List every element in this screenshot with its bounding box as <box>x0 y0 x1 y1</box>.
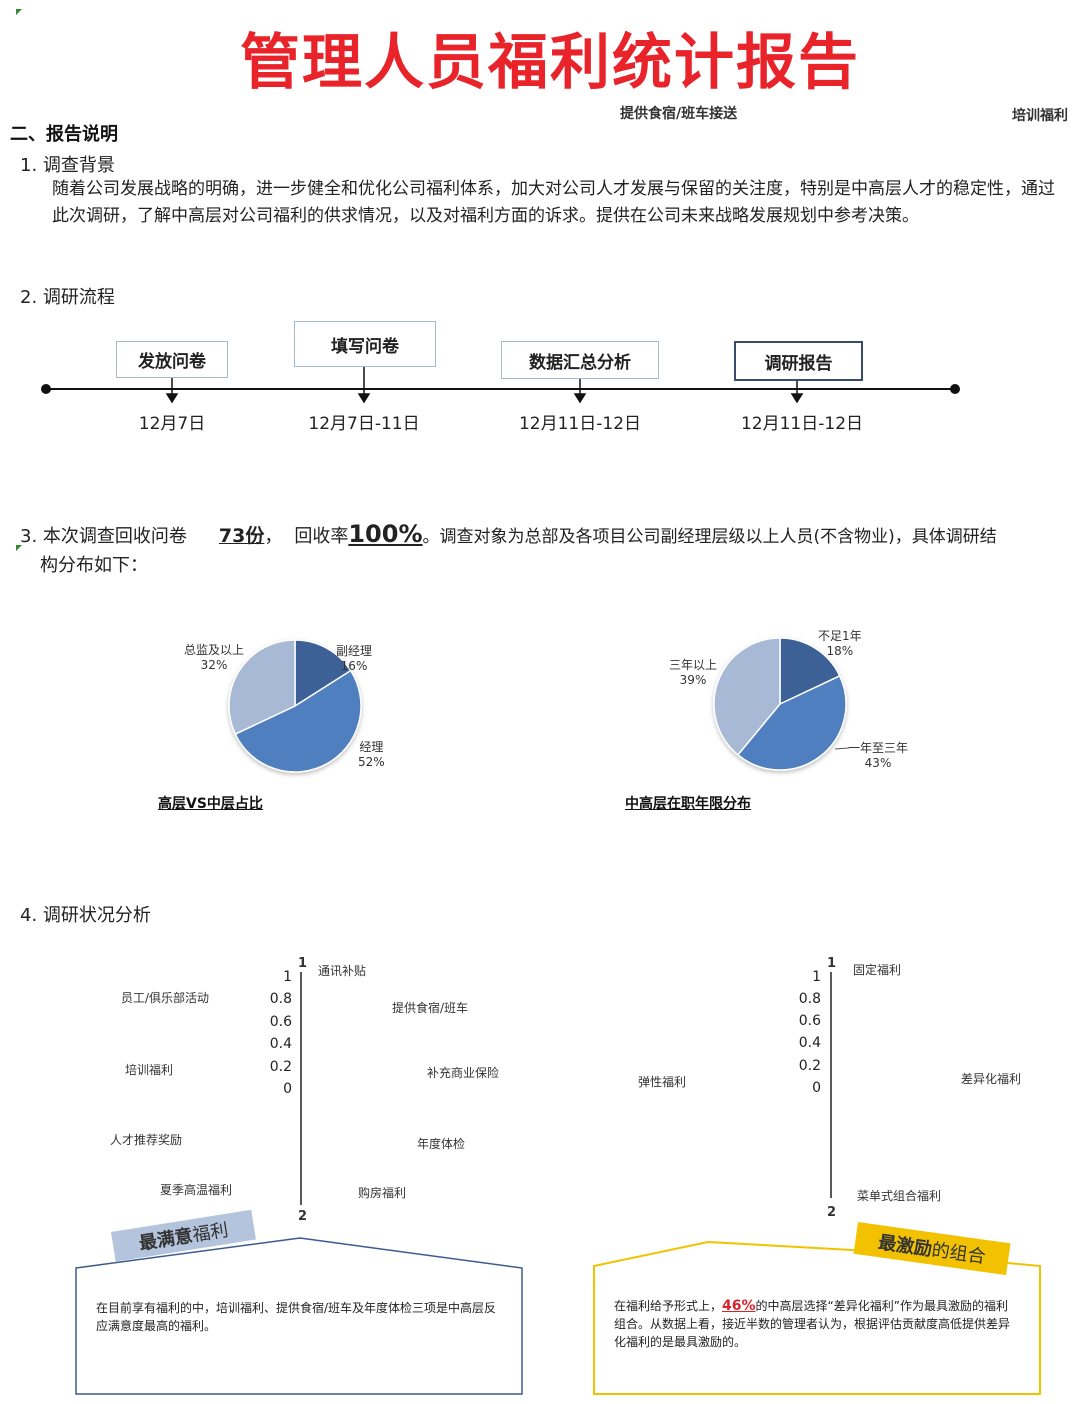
pie-chart-level <box>228 639 362 773</box>
benefit-label: 培训福利 <box>125 1063 174 1077</box>
left-tick: 0.4 <box>269 1036 292 1052</box>
pie-caption-tenure: 中高层在职年限分布 <box>625 796 751 812</box>
right-tick: 0.2 <box>798 1058 821 1074</box>
benefit-label: 人才推荐奖励 <box>110 1133 183 1147</box>
right-axis-bottom: 2 <box>827 1205 837 1220</box>
pie-slice <box>779 637 841 706</box>
page-title: 管理人员福利统计报告 <box>240 28 860 98</box>
pie-caption-level: 高层VS中层占比 <box>158 796 263 812</box>
left-axis <box>300 972 302 1205</box>
background-text: 随着公司发展战略的明确，进一步健全和优化公司福利体系，加大对公司人才发展与保留的… <box>52 179 1055 226</box>
benefit-label: 购房福利 <box>358 1186 407 1200</box>
benefit-label: 提供食宿/班车 <box>392 1001 469 1015</box>
step-report: 调研报告 <box>734 341 863 381</box>
right-tick: 1 <box>812 969 821 985</box>
top-label-right: 培训福利 <box>1012 108 1068 124</box>
leader-line <box>835 747 850 750</box>
form-label: 菜单式组合福利 <box>857 1189 942 1203</box>
process-heading: 2. 调研流程 <box>20 287 115 308</box>
left-tick: 0.2 <box>269 1059 292 1075</box>
step-data-analysis: 数据汇总分析 <box>501 341 659 379</box>
benefit-label: 补充商业保险 <box>427 1066 500 1080</box>
right-tick: 0 <box>812 1080 821 1096</box>
left-axis-bottom: 2 <box>298 1209 308 1224</box>
step-fill-survey: 填写问卷 <box>294 321 436 367</box>
benefit-label: 夏季高温福利 <box>160 1183 233 1197</box>
pie-chart-tenure <box>713 637 847 771</box>
section-title: 二、报告说明 <box>10 124 118 145</box>
right-axis-top: 1 <box>827 956 837 971</box>
process-timeline <box>41 366 960 404</box>
step-date: 12月7日 <box>138 414 206 434</box>
survey-line2: 构分布如下： <box>40 555 148 576</box>
right-tick: 0.4 <box>798 1035 821 1051</box>
benefit-label: 年度体检 <box>417 1137 466 1151</box>
right-tick: 0.6 <box>798 1013 821 1029</box>
survey-rate: 100% <box>348 520 423 548</box>
form-label: 差异化福利 <box>961 1072 1022 1086</box>
step-date: 12月7日-11日 <box>308 414 420 434</box>
survey-sep: ， <box>264 526 283 547</box>
callout-text-right: 在福利给予形式上，46%的中高层选择“差异化福利”作为最具激励的福利组合。从数据… <box>614 1298 1011 1349</box>
pie-slice <box>294 639 352 708</box>
survey-rate-label: 回收率 <box>294 526 349 547</box>
pie-slice <box>713 637 781 756</box>
step-distribute-survey: 发放问卷 <box>116 341 228 378</box>
left-tick: 1 <box>283 969 292 985</box>
right-axis <box>830 972 832 1198</box>
callout-frame-right <box>593 1240 1041 1395</box>
survey-count: 73份 <box>218 525 265 547</box>
pie-slice <box>736 674 847 771</box>
analysis-heading: 4. 调研状况分析 <box>20 905 151 926</box>
survey-suffix: 。调查对象为总部及各项目公司副经理层级以上人员(不含物业)，具体调研结 <box>422 527 997 547</box>
callout-text-left: 在目前享有福利的中，培训福利、提供食宿/班车及年度体检三项是中高层反应满意度最高… <box>96 1301 497 1333</box>
right-tick: 0.8 <box>798 991 821 1007</box>
form-label: 固定福利 <box>853 963 902 977</box>
top-label-left: 提供食宿/班车接送 <box>620 106 738 122</box>
left-axis-top: 1 <box>298 956 308 971</box>
step-date: 12月11日-12日 <box>518 414 642 434</box>
benefit-label: 通讯补贴 <box>318 964 367 978</box>
background-heading: 1. 调查背景 <box>20 155 115 176</box>
survey-prefix: 3. 本次调查回收问卷 <box>20 526 187 547</box>
pie-slice <box>228 639 296 736</box>
form-label: 弹性福利 <box>638 1075 687 1089</box>
pie-slice <box>234 669 362 773</box>
left-tick: 0.8 <box>269 991 292 1007</box>
corner-mark <box>16 9 22 15</box>
step-date: 12月11日-12日 <box>740 414 864 434</box>
left-tick: 0.6 <box>269 1014 292 1030</box>
left-tick: 0 <box>283 1081 292 1097</box>
survey-line: 3. 本次调查回收问卷 73份 ， 回收率 100% 。调查对象为总部及各项目公… <box>20 520 997 548</box>
corner-mark <box>16 545 22 551</box>
benefit-label: 员工/俱乐部活动 <box>121 991 210 1005</box>
callout-frame-left <box>75 1237 523 1395</box>
